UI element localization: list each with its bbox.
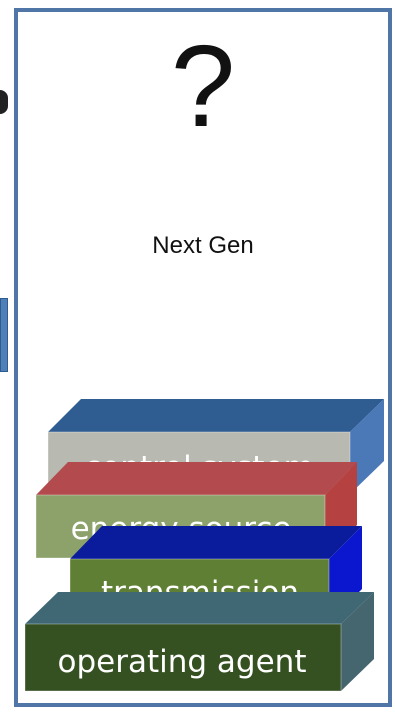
layer-control-system-top	[48, 399, 384, 432]
partial-blue-block	[0, 298, 8, 372]
question-mark: ?	[170, 21, 236, 151]
layer-operating-agent: operating agent	[24, 592, 374, 692]
layer-energy-source-top	[36, 462, 357, 495]
layer-operating-agent-front	[24, 623, 342, 692]
next-gen-panel: ? Next Gen control system energy source …	[14, 8, 392, 707]
layer-operating-agent-top	[25, 592, 374, 624]
partial-dark-icon	[0, 90, 8, 114]
layer-control-system-side	[350, 399, 384, 494]
layer-operating-agent-side	[341, 592, 374, 691]
layer-operating-agent-label: operating agent	[58, 644, 307, 680]
layer-stack: control system energy source transmissio…	[24, 399, 384, 692]
next-gen-label: Next Gen	[152, 232, 254, 259]
layer-transmission-top	[70, 526, 362, 559]
